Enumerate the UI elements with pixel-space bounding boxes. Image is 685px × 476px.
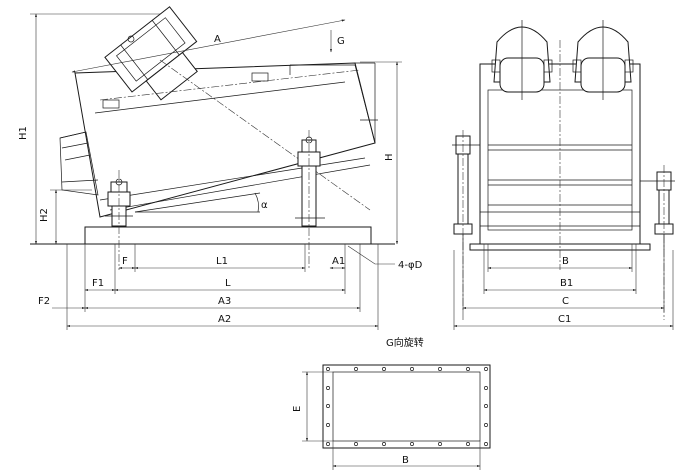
end-spring-right xyxy=(640,165,675,320)
angle-label: α xyxy=(261,200,268,211)
dim-A1-label: A1 xyxy=(332,256,345,267)
motor-left xyxy=(491,20,553,100)
dim-B-bottom-label: B xyxy=(402,455,409,466)
dim-H1: H1 xyxy=(18,13,160,245)
dim-A-label: A xyxy=(214,34,221,45)
base-frame xyxy=(84,226,372,245)
dim-F-label: F xyxy=(122,256,128,267)
view-title: G向旋转 xyxy=(386,336,424,349)
g-view-holes xyxy=(326,367,488,446)
end-view xyxy=(452,20,675,320)
spring-support-right xyxy=(295,136,325,227)
dim-hole-label: 4-φD xyxy=(398,260,423,271)
dim-F: F xyxy=(118,256,136,270)
dim-E: E xyxy=(292,371,333,442)
dim-B: B xyxy=(487,244,633,272)
dim-A3: A3 xyxy=(84,296,361,310)
dim-B1-label: B1 xyxy=(560,278,573,289)
view-G-label: G xyxy=(337,36,345,47)
exciter-motor xyxy=(104,6,198,101)
g-view-outer xyxy=(322,364,491,449)
dim-B1: B1 xyxy=(483,244,637,294)
g-view-inner xyxy=(332,371,481,442)
view-arrow-G: G xyxy=(329,30,345,53)
dim-E-label: E xyxy=(292,406,303,412)
lifting-lug xyxy=(251,72,269,82)
dim-H-label: H xyxy=(384,153,395,161)
dim-B-label: B xyxy=(562,256,569,267)
dim-A2: A2 xyxy=(66,314,379,328)
dim-H2: H2 xyxy=(39,189,92,245)
dim-A1: A1 xyxy=(329,256,346,270)
dim-A2-label: A2 xyxy=(218,314,231,325)
dim-C1: C1 xyxy=(453,250,674,330)
dim-C: C xyxy=(462,250,665,312)
g-view xyxy=(322,364,491,449)
dim-H2-label: H2 xyxy=(39,208,50,222)
dim-L1: L1 xyxy=(134,256,306,270)
feed-end-plate xyxy=(59,131,99,196)
motor-right xyxy=(572,20,634,100)
dim-F2: F2 xyxy=(38,296,86,310)
lifting-lug xyxy=(102,99,120,109)
motion-centerline xyxy=(159,59,371,211)
dim-F2-label: F2 xyxy=(38,296,50,307)
dim-L-label: L xyxy=(225,278,231,289)
dim-F1-label: F1 xyxy=(92,278,104,289)
dim-L1-label: L1 xyxy=(216,256,228,267)
dim-A: A xyxy=(71,19,346,73)
dim-B-bottom: B xyxy=(332,441,481,470)
dim-A3-label: A3 xyxy=(218,296,231,307)
dim-hole: 4-φD xyxy=(347,245,423,271)
dim-H1-label: H1 xyxy=(18,126,29,140)
dim-C1-label: C1 xyxy=(558,314,571,325)
dim-H: H xyxy=(360,61,402,245)
dim-C-label: C xyxy=(562,296,569,307)
dim-F1: F1 xyxy=(84,278,116,292)
end-spring-left xyxy=(452,130,480,320)
dim-L: L xyxy=(114,278,346,292)
